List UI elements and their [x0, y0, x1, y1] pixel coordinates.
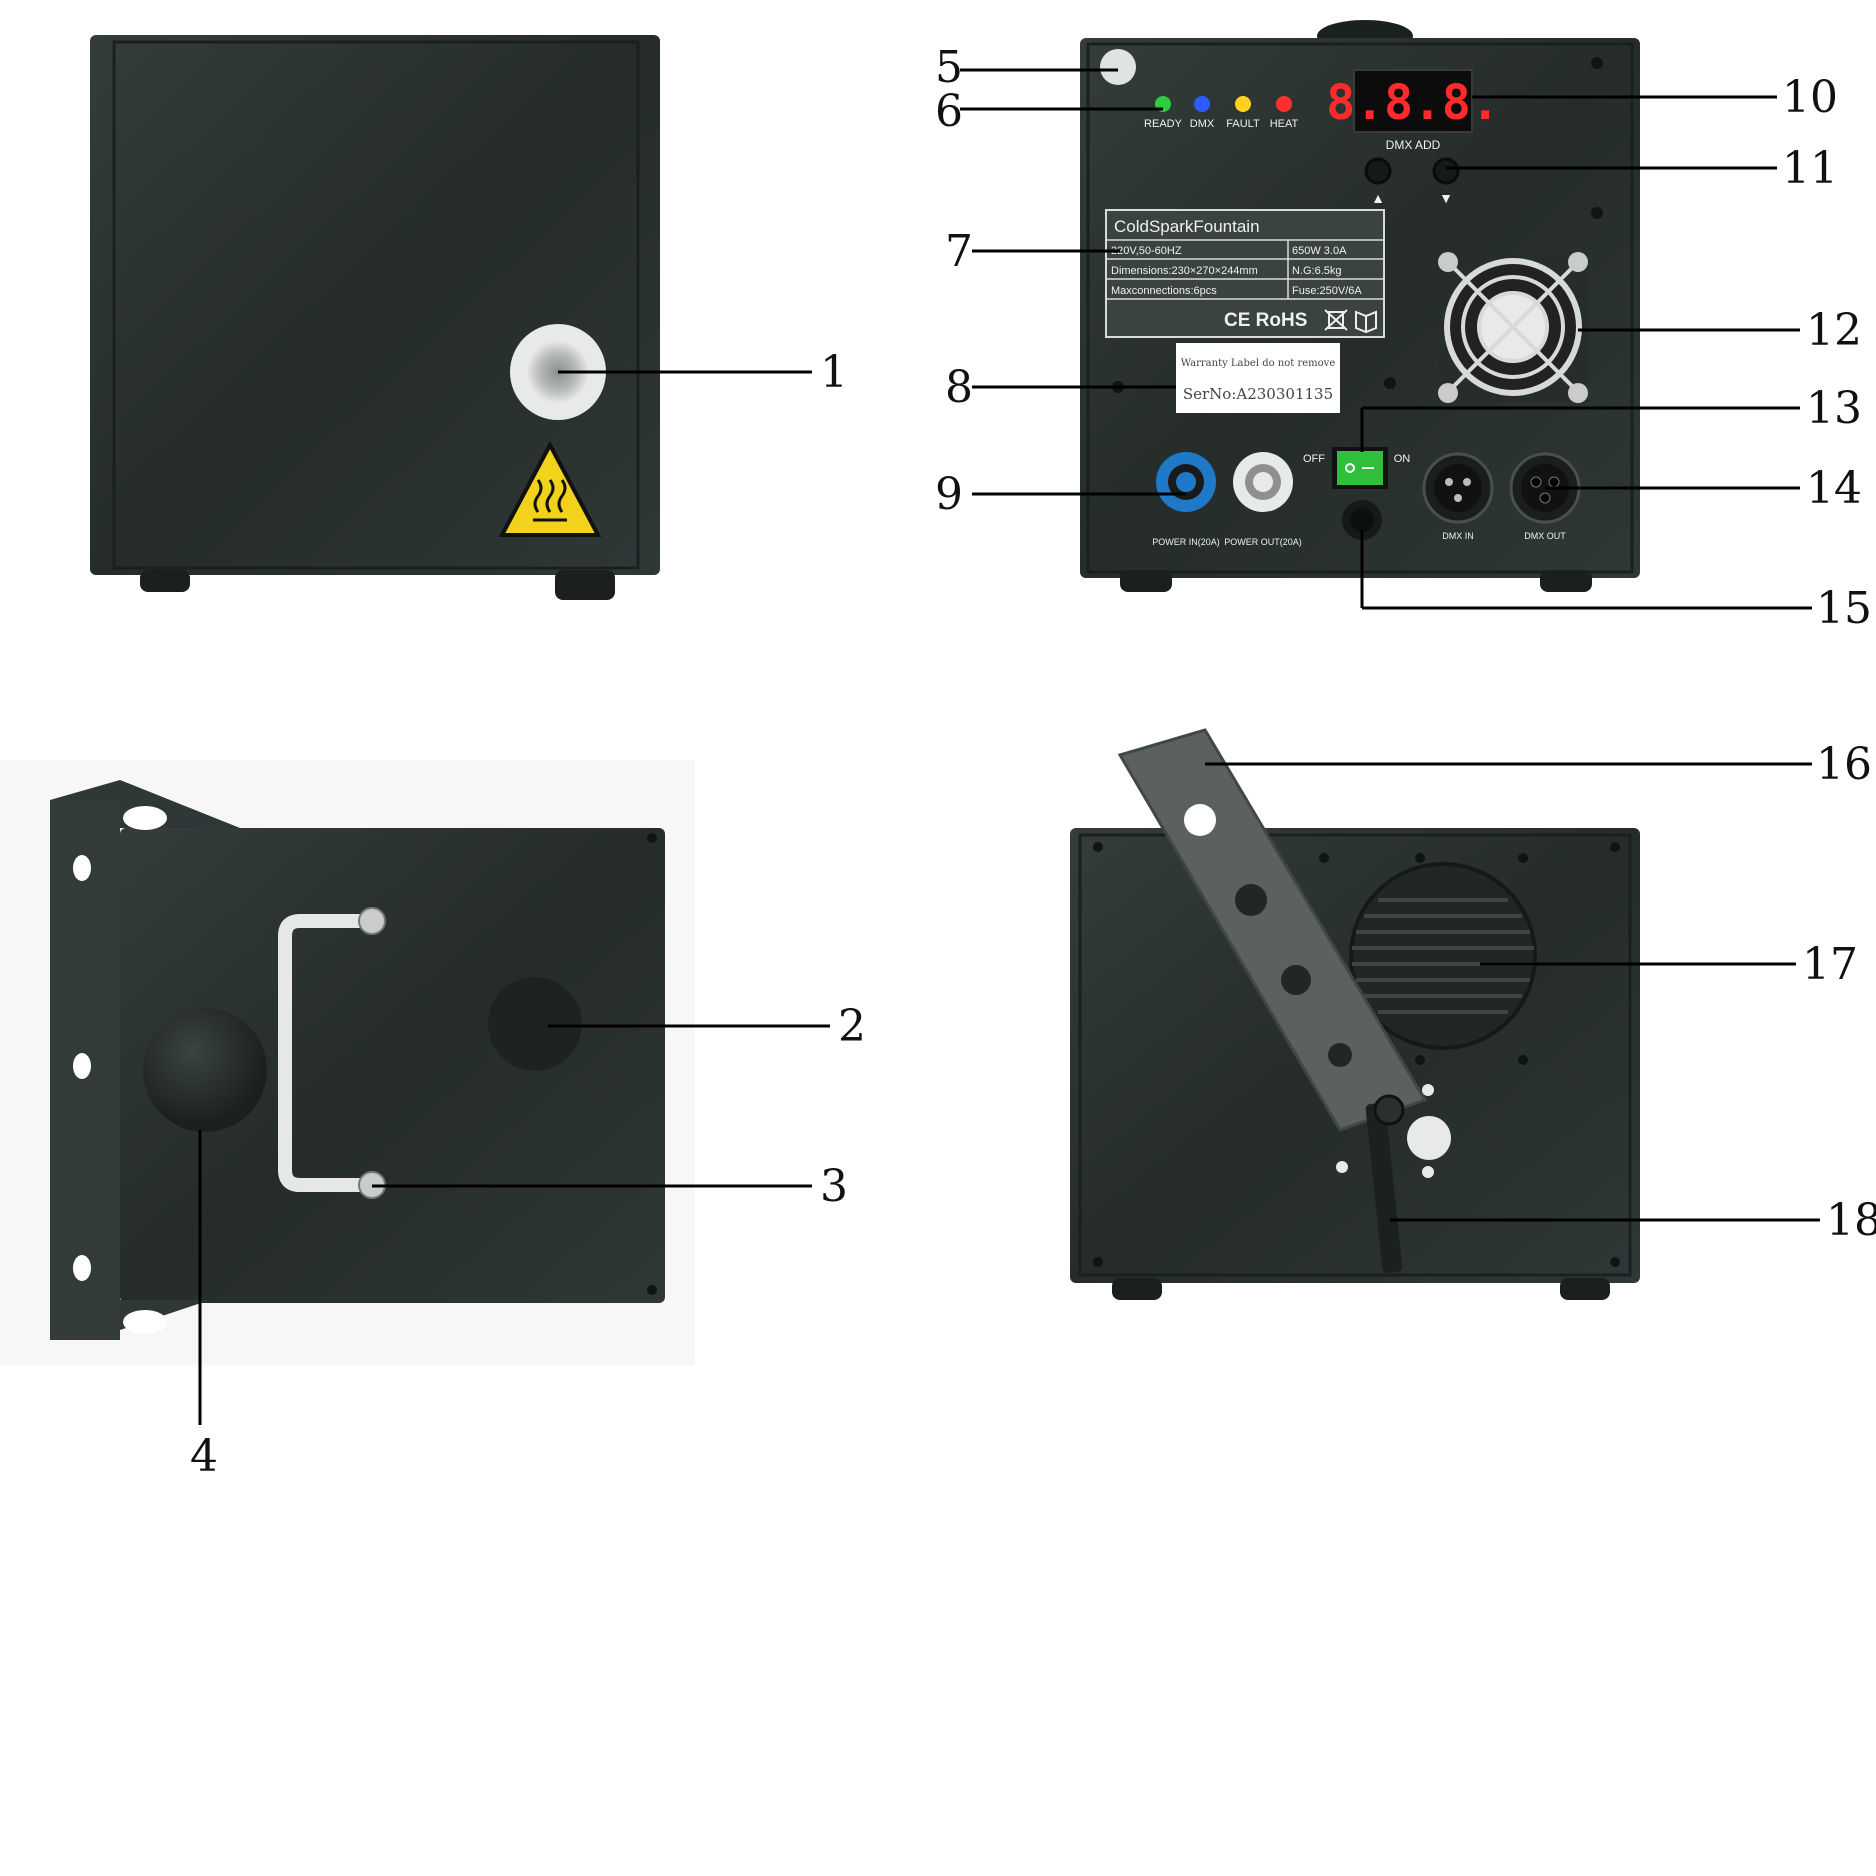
callout-lines — [198, 68, 1820, 1425]
panel-edge — [112, 40, 640, 570]
switch-on-label: ON — [1394, 453, 1411, 465]
bracket-arm — [1117, 728, 1428, 1132]
foot — [1540, 570, 1592, 592]
bracket-hole — [123, 806, 167, 830]
ce-rohs-marks: CE RoHS — [1224, 310, 1307, 331]
view-control-panel: READY DMX FAULT HEAT 8.8.8. DMX ADD ▲ ▼ … — [1080, 20, 1640, 592]
led-label-ready: READY — [1144, 118, 1183, 130]
callout-17: 17 — [1802, 939, 1858, 990]
warranty-text: Warranty Label do not remove — [1181, 358, 1336, 369]
callout-4: 4 — [190, 1431, 218, 1482]
power-in-connector[interactable] — [1156, 452, 1216, 512]
power-out-label: POWER OUT(20A) — [1224, 537, 1302, 547]
spec-fuse: Fuse:250V/6A — [1292, 285, 1362, 297]
led-dmx — [1194, 96, 1210, 112]
foot — [1120, 570, 1172, 592]
callout-5: 5 — [935, 42, 963, 93]
screw — [1093, 1257, 1103, 1267]
spec-weight: N.G:6.5kg — [1292, 265, 1342, 277]
callout-2: 2 — [838, 1001, 866, 1052]
foot — [140, 570, 190, 592]
callout-6: 6 — [935, 86, 963, 137]
status-leds: READY DMX FAULT HEAT — [1144, 96, 1299, 130]
panel-edge — [1078, 833, 1632, 1277]
fuse-holder[interactable] — [1342, 500, 1382, 540]
spec-connections: Maxconnections:6pcs — [1111, 285, 1217, 297]
product-label: ColdSparkFountain 220V,50-60HZ 650W 3.0A… — [1105, 209, 1385, 338]
screw — [1610, 842, 1620, 852]
spec-power: 650W 3.0A — [1292, 245, 1347, 257]
reset-button[interactable] — [1100, 49, 1136, 85]
bracket-hole — [123, 1310, 167, 1334]
callout-7: 7 — [945, 226, 973, 277]
callout-18: 18 — [1826, 1195, 1876, 1246]
callout-10: 10 — [1782, 72, 1838, 123]
callout-13: 13 — [1806, 383, 1862, 434]
power-switch[interactable] — [1332, 447, 1388, 489]
screw — [1384, 377, 1396, 389]
switch-off-label: OFF — [1303, 453, 1325, 465]
bracket-hole — [73, 1053, 91, 1079]
weee-bin-icon — [1324, 309, 1348, 331]
led-label-dmx: DMX — [1190, 118, 1215, 130]
dmx-out-label: DMX OUT — [1524, 531, 1566, 541]
warranty-label: Warranty Label do not remove SerNo:A2303… — [1176, 343, 1340, 413]
callout-15: 15 — [1816, 583, 1872, 634]
view-side-nozzle — [90, 35, 660, 600]
bracket-hole — [73, 1255, 91, 1281]
cooling-fan — [1438, 252, 1588, 403]
led-label-fault: FAULT — [1226, 118, 1260, 130]
spec-voltage: 220V,50-60HZ — [1111, 245, 1182, 257]
bracket-hole — [73, 855, 91, 881]
panel-edge — [1086, 42, 1634, 574]
manual-icon — [1355, 310, 1377, 334]
dmx-up-button[interactable] — [1364, 157, 1392, 185]
down-arrow-icon: ▼ — [1439, 190, 1453, 206]
callout-16: 16 — [1816, 739, 1872, 790]
power-out-connector[interactable] — [1233, 452, 1293, 512]
screw — [1591, 207, 1603, 219]
callout-9: 9 — [935, 469, 963, 520]
foot — [555, 570, 615, 600]
led-heat — [1276, 96, 1292, 112]
housing — [90, 35, 660, 575]
led-label-heat: HEAT — [1270, 118, 1299, 130]
dmx-add-label: DMX ADD — [1386, 138, 1441, 152]
spec-dimensions: Dimensions:230×270×244mm — [1111, 265, 1258, 277]
dmx-display — [1353, 69, 1473, 133]
callout-11: 11 — [1782, 143, 1838, 194]
view-bottom-bracket — [0, 760, 695, 1365]
screw — [647, 833, 657, 843]
product-title: ColdSparkFountain — [1114, 217, 1260, 236]
screw — [1591, 57, 1603, 69]
adjustment-lever[interactable] — [1336, 1084, 1451, 1274]
rubber-foot — [488, 977, 582, 1071]
foot — [1112, 1278, 1162, 1300]
screw — [1093, 842, 1103, 852]
dmx-in-connector[interactable] — [1422, 452, 1494, 524]
callout-14: 14 — [1806, 463, 1862, 514]
housing — [120, 828, 665, 1303]
screw — [647, 1285, 657, 1295]
up-arrow-icon: ▲ — [1371, 190, 1385, 206]
dmx-in-label: DMX IN — [1442, 531, 1474, 541]
screw — [1610, 1257, 1620, 1267]
callout-1: 1 — [820, 347, 848, 398]
view-side-bracket — [1070, 728, 1640, 1300]
callout-12: 12 — [1806, 305, 1862, 356]
callout-numbers: 1 2 3 4 5 6 7 8 9 10 11 12 13 14 15 16 1… — [190, 42, 1876, 1482]
dmx-down-button[interactable] — [1432, 157, 1460, 185]
power-in-label: POWER IN(20A) — [1152, 537, 1220, 547]
serial-number: SerNo:A230301135 — [1183, 385, 1333, 403]
callout-8: 8 — [945, 362, 973, 413]
hot-surface-warning-icon — [498, 440, 602, 537]
foot — [1560, 1278, 1610, 1300]
bracket-knob[interactable] — [143, 1008, 267, 1132]
dmx-display-digits: 8.8.8. — [1326, 75, 1499, 131]
callout-3: 3 — [820, 1161, 848, 1212]
led-fault — [1235, 96, 1251, 112]
